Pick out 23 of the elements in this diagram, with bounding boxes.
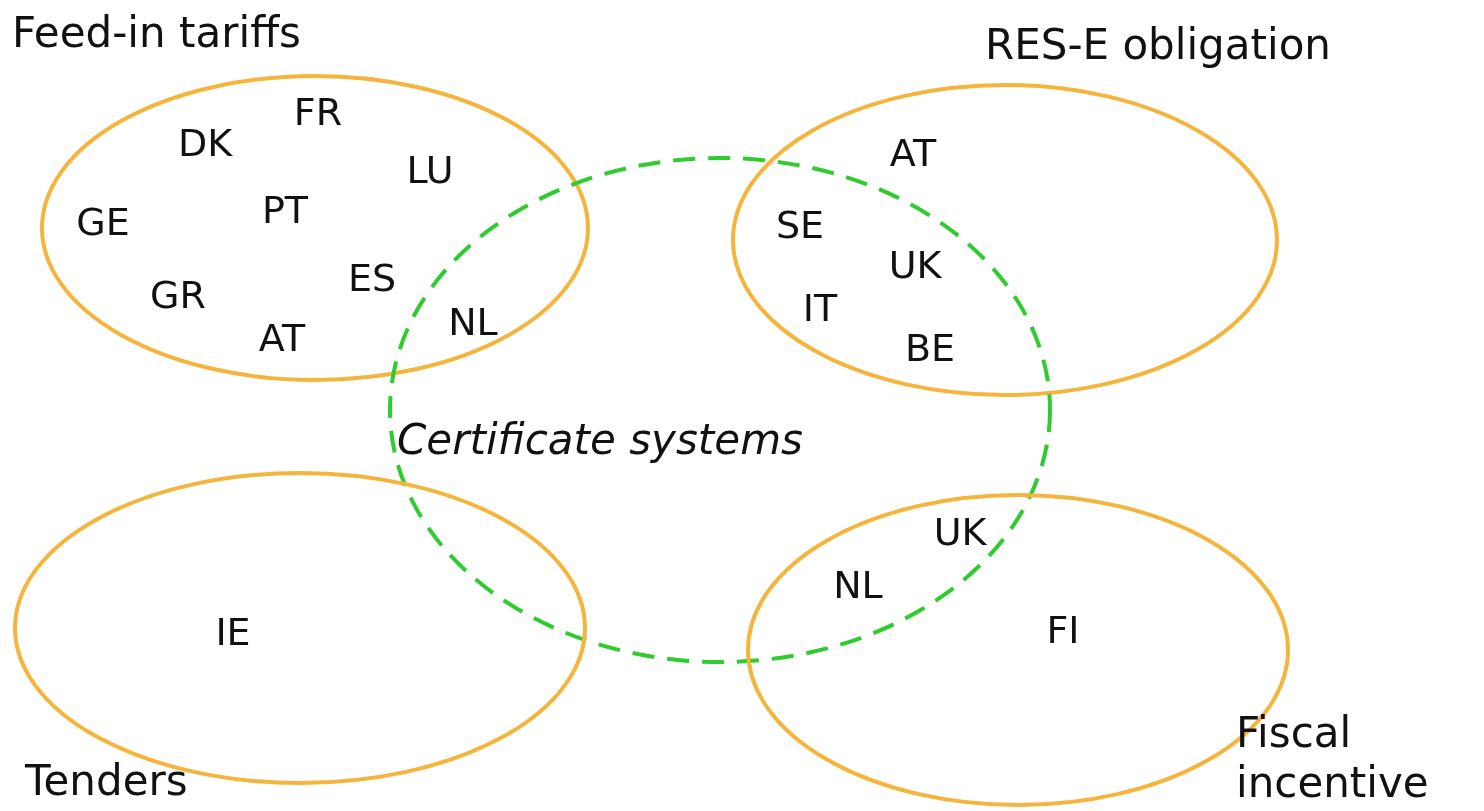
set-heading: RES-E obligation [985, 20, 1332, 70]
country-code: FI [1046, 608, 1080, 652]
country-code: NL [448, 300, 498, 344]
country-code: BE [904, 326, 956, 370]
country-code: IE [215, 610, 251, 654]
set-label: Certificate systems [397, 418, 803, 462]
country-code: GE [76, 200, 130, 244]
country-code: AT [258, 316, 306, 360]
set-heading: Feed-in tariffs [12, 8, 302, 58]
country-code: PT [261, 188, 309, 232]
set-heading: Tenders [25, 756, 189, 806]
country-code: FR [293, 90, 343, 134]
country-code: IT [802, 286, 838, 330]
country-code: ES [347, 256, 397, 300]
country-code: UK [933, 510, 987, 554]
country-code: AT [889, 131, 937, 175]
country-code: GR [150, 273, 206, 317]
country-code: DK [177, 121, 233, 165]
country-code: SE [775, 203, 825, 247]
country-code: UK [888, 243, 942, 287]
set-heading: Fiscal incentive [1236, 708, 1430, 808]
country-code: LU [406, 148, 454, 192]
country-code: NL [833, 563, 883, 607]
